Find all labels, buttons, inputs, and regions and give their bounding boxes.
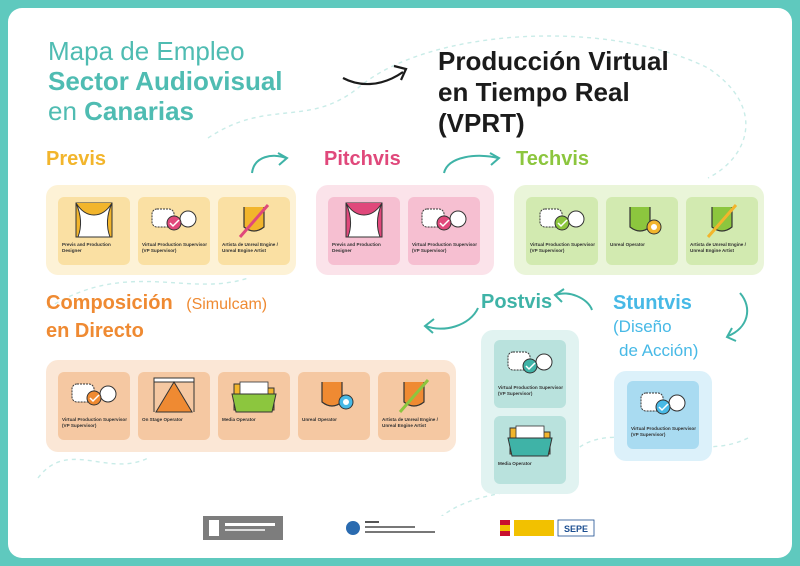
vp-supervisor-icon: [640, 392, 686, 415]
role-label: Virtual Production Supervisor (VP Superv…: [62, 417, 128, 428]
vp-supervisor-icon: [71, 383, 117, 406]
unreal-operator-icon: [629, 207, 662, 235]
title-line3-prefix: en: [48, 96, 77, 126]
stage-icon: [153, 377, 195, 413]
role-label: Virtual Production Supervisor (VP Superv…: [412, 242, 478, 253]
composicion-title: Composición (Simulcam) en Directo: [46, 290, 267, 344]
role-label: Virtual Production Supervisor (VP Superv…: [631, 426, 697, 437]
postvis-panel: Virtual Production Supervisor (VP Superv…: [481, 330, 579, 494]
role-card: Media Operator: [494, 416, 566, 484]
role-label: Previs and Production Designer: [62, 242, 111, 253]
stuntvis-title-main: Stuntvis: [613, 292, 692, 314]
role-label: Unreal Operator: [302, 417, 337, 422]
stuntvis-sub-line1: (Diseño: [613, 317, 672, 336]
role-card: Artista de Unreal Engine / Unreal Engine…: [378, 372, 450, 440]
postvis-title: Postvis: [481, 291, 553, 313]
curtains-icon: [345, 202, 383, 238]
techvis-title: Techvis: [516, 148, 589, 170]
role-card: Artista de Unreal Engine / Unreal Engine…: [218, 197, 290, 265]
composicion-subtitle: (Simulcam): [186, 296, 268, 313]
stuntvis-panel: Virtual Production Supervisor (VP Superv…: [614, 371, 712, 461]
vp-supervisor-icon: [539, 208, 585, 231]
role-label: Artista de Unreal Engine / Unreal Engine…: [222, 242, 278, 253]
role-card: Virtual Production Supervisor (VP Superv…: [494, 340, 566, 408]
pitchvis-title: Pitchvis: [324, 148, 401, 170]
vp-supervisor-icon: [507, 351, 553, 374]
previs-title: Previs: [46, 148, 107, 170]
role-label: Artista de Unreal Engine / Unreal Engine…: [382, 417, 438, 428]
vp-supervisor-icon: [421, 208, 467, 231]
role-label: Unreal Operator: [610, 242, 645, 247]
role-card: Virtual Production Supervisor (VP Superv…: [526, 197, 598, 265]
composicion-title-line1: Composición: [46, 292, 173, 314]
role-card: Virtual Production Supervisor (VP Superv…: [138, 197, 210, 265]
role-card: Virtual Production Supervisor (VP Superv…: [627, 381, 699, 449]
role-card: Media Operator: [218, 372, 290, 440]
headline-line3: (VPRT): [438, 108, 525, 138]
map-title: Mapa de Empleo Sector Audiovisual en Can…: [48, 36, 283, 126]
role-card: Previs and Production Designer: [328, 197, 400, 265]
sepe-text: SEPE: [564, 524, 589, 534]
vp-supervisor-icon: [151, 208, 197, 231]
role-label: Media Operator: [498, 461, 532, 466]
gobierno-canarias-logo: [203, 516, 283, 540]
role-label: Artista de Unreal Engine / Unreal Engine…: [690, 242, 746, 253]
role-label: Previs and Production Designer: [332, 242, 381, 253]
poster: Mapa de Empleo Sector Audiovisual en Can…: [8, 8, 792, 558]
headline-line2: en Tiempo Real: [438, 77, 630, 107]
title-line3-bold: Canarias: [84, 96, 194, 126]
unreal-artist-icon: [706, 204, 738, 238]
techvis-panel: Virtual Production Supervisor (VP Superv…: [514, 185, 764, 275]
vprt-headline: Producción Virtual en Tiempo Real (VPRT): [438, 46, 669, 139]
unreal-artist-icon: [398, 379, 430, 413]
unreal-operator-icon: [321, 382, 354, 410]
pitchvis-panel: Previs and Production Designer Virtual P…: [316, 185, 494, 275]
role-card: Previs and Production Designer: [58, 197, 130, 265]
curtains-icon: [75, 202, 113, 238]
role-card: Artista de Unreal Engine / Unreal Engine…: [686, 197, 758, 265]
role-label: On Stage Operator: [142, 417, 183, 422]
role-label: Virtual Production Supervisor (VP Superv…: [498, 385, 564, 396]
role-label: Virtual Production Supervisor (VP Superv…: [530, 242, 596, 253]
role-label: Virtual Production Supervisor (VP Superv…: [142, 242, 208, 253]
title-line2: Sector Audiovisual: [48, 66, 283, 96]
stuntvis-sub-line2: de Acción): [619, 341, 699, 360]
media-folder-icon: [231, 381, 277, 413]
composicion-panel: Virtual Production Supervisor (VP Superv…: [46, 360, 456, 452]
previs-panel: Previs and Production Designer Virtual P…: [46, 185, 296, 275]
role-card: Unreal Operator: [606, 197, 678, 265]
composicion-title-line2: en Directo: [46, 320, 144, 342]
role-label: Media Operator: [222, 417, 256, 422]
role-card: Unreal Operator: [298, 372, 370, 440]
servicio-canario-empleo-logo: [343, 516, 443, 540]
title-arrow: [342, 71, 404, 86]
unreal-artist-icon: [238, 204, 270, 238]
stuntvis-title: Stuntvis (Diseño de Acción): [613, 291, 698, 363]
role-card: Virtual Production Supervisor (VP Superv…: [408, 197, 480, 265]
role-card: Virtual Production Supervisor (VP Superv…: [58, 372, 130, 440]
media-folder-icon: [507, 425, 553, 457]
sepe-logo: SEPE: [500, 516, 595, 540]
role-card: On Stage Operator: [138, 372, 210, 440]
headline-line1: Producción Virtual: [438, 46, 669, 76]
title-line1: Mapa de Empleo: [48, 36, 245, 66]
decorative-paths: [37, 35, 749, 529]
